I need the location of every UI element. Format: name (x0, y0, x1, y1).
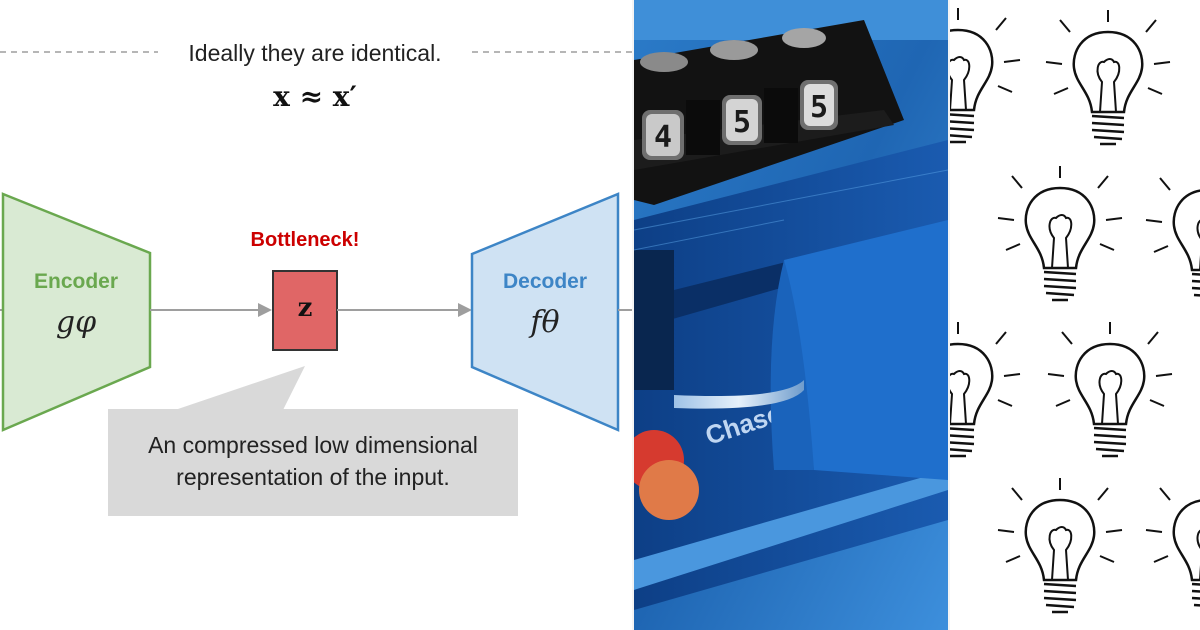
top-note: Ideally they are identical. (188, 40, 442, 66)
decoder-label: Decoder (502, 270, 588, 293)
top-formula: x ≈ x′ (273, 80, 357, 113)
bottleneck-symbol: z (297, 293, 313, 323)
panel-divider-2 (948, 0, 950, 630)
bulb-icon (1046, 320, 1174, 458)
encoder-shape (1, 192, 152, 432)
callout-pointer (175, 366, 305, 410)
lock-digit-1: 4 (654, 120, 672, 155)
bulb-icon (1144, 476, 1200, 614)
bottleneck-box (272, 270, 338, 351)
panel-divider-1 (632, 0, 634, 630)
autoencoder-diagram (0, 51, 632, 516)
lock-digit-2: 5 (733, 105, 751, 140)
callout-line-1: An compressed low dimensional (148, 432, 478, 458)
combination-wheels: 4 5 5 (642, 80, 838, 160)
callout-box (108, 409, 518, 516)
bulb-icon (1044, 8, 1172, 146)
bulb-icon (1144, 166, 1200, 304)
bulb-icon (950, 6, 1022, 144)
callout-line-2: representation of the input. (176, 464, 450, 490)
autoencoder-diagram-panel: Ideally they are identical. x ≈ x′ Encod… (0, 40, 632, 516)
lock-digit-3: 5 (810, 90, 828, 125)
encoder-symbol: gφ (55, 305, 97, 340)
lightbulb-pattern-panel (950, 0, 1200, 630)
bulb-icon (996, 476, 1124, 614)
decoder-shape (470, 192, 620, 432)
bottleneck-label: Bottleneck! (250, 229, 360, 251)
encoder-label: Encoder (33, 270, 119, 293)
padlock-credit-card-photo: Chase 4 5 5 (634, 0, 948, 630)
lightbulb-pattern (950, 6, 1200, 614)
decoder-symbol: fθ (530, 305, 560, 340)
bulb-icon (996, 164, 1124, 302)
bulb-icon (950, 320, 1022, 458)
photo-illustration: Chase 4 5 5 (634, 0, 948, 630)
